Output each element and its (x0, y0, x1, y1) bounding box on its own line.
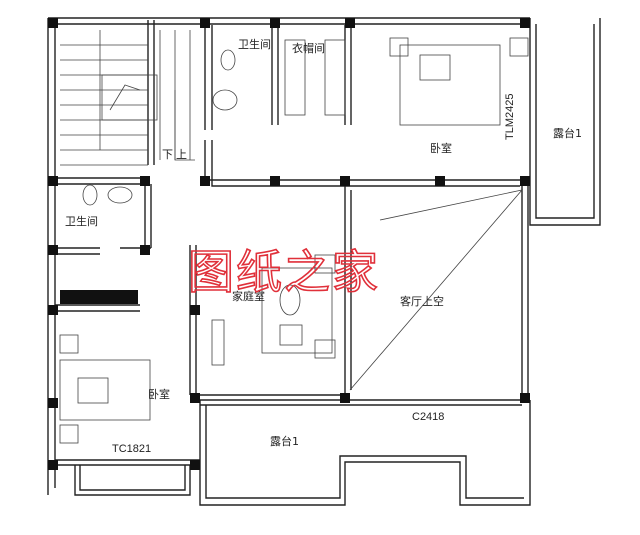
label-bedroom-top: 卧室 (430, 141, 452, 155)
label-terrace-right: 露台1 (553, 126, 582, 140)
watermark: 图纸之家 (188, 245, 380, 299)
walls (47, 17, 601, 506)
label-stair-down: 下 (162, 148, 173, 161)
label-living-void: 客厅上空 (400, 294, 444, 308)
stairs (60, 30, 195, 166)
label-bath-left: 卫生间 (65, 214, 98, 228)
label-terrace-bottom: 露台1 (270, 434, 299, 448)
label-stair-up: 上 (176, 148, 187, 161)
columns (48, 18, 530, 470)
label-bedroom-left: 卧室 (148, 387, 170, 401)
furniture (59, 37, 529, 444)
label-family-room: 家庭室 (232, 289, 265, 303)
label-bath-top: 卫生间 (238, 37, 271, 51)
label-closet: 衣帽间 (292, 41, 325, 55)
label-window-c2418: C2418 (412, 411, 444, 423)
label-door-tlm2425: TLM2425 (504, 94, 516, 140)
label-window-tc1821: TC1821 (112, 443, 151, 455)
